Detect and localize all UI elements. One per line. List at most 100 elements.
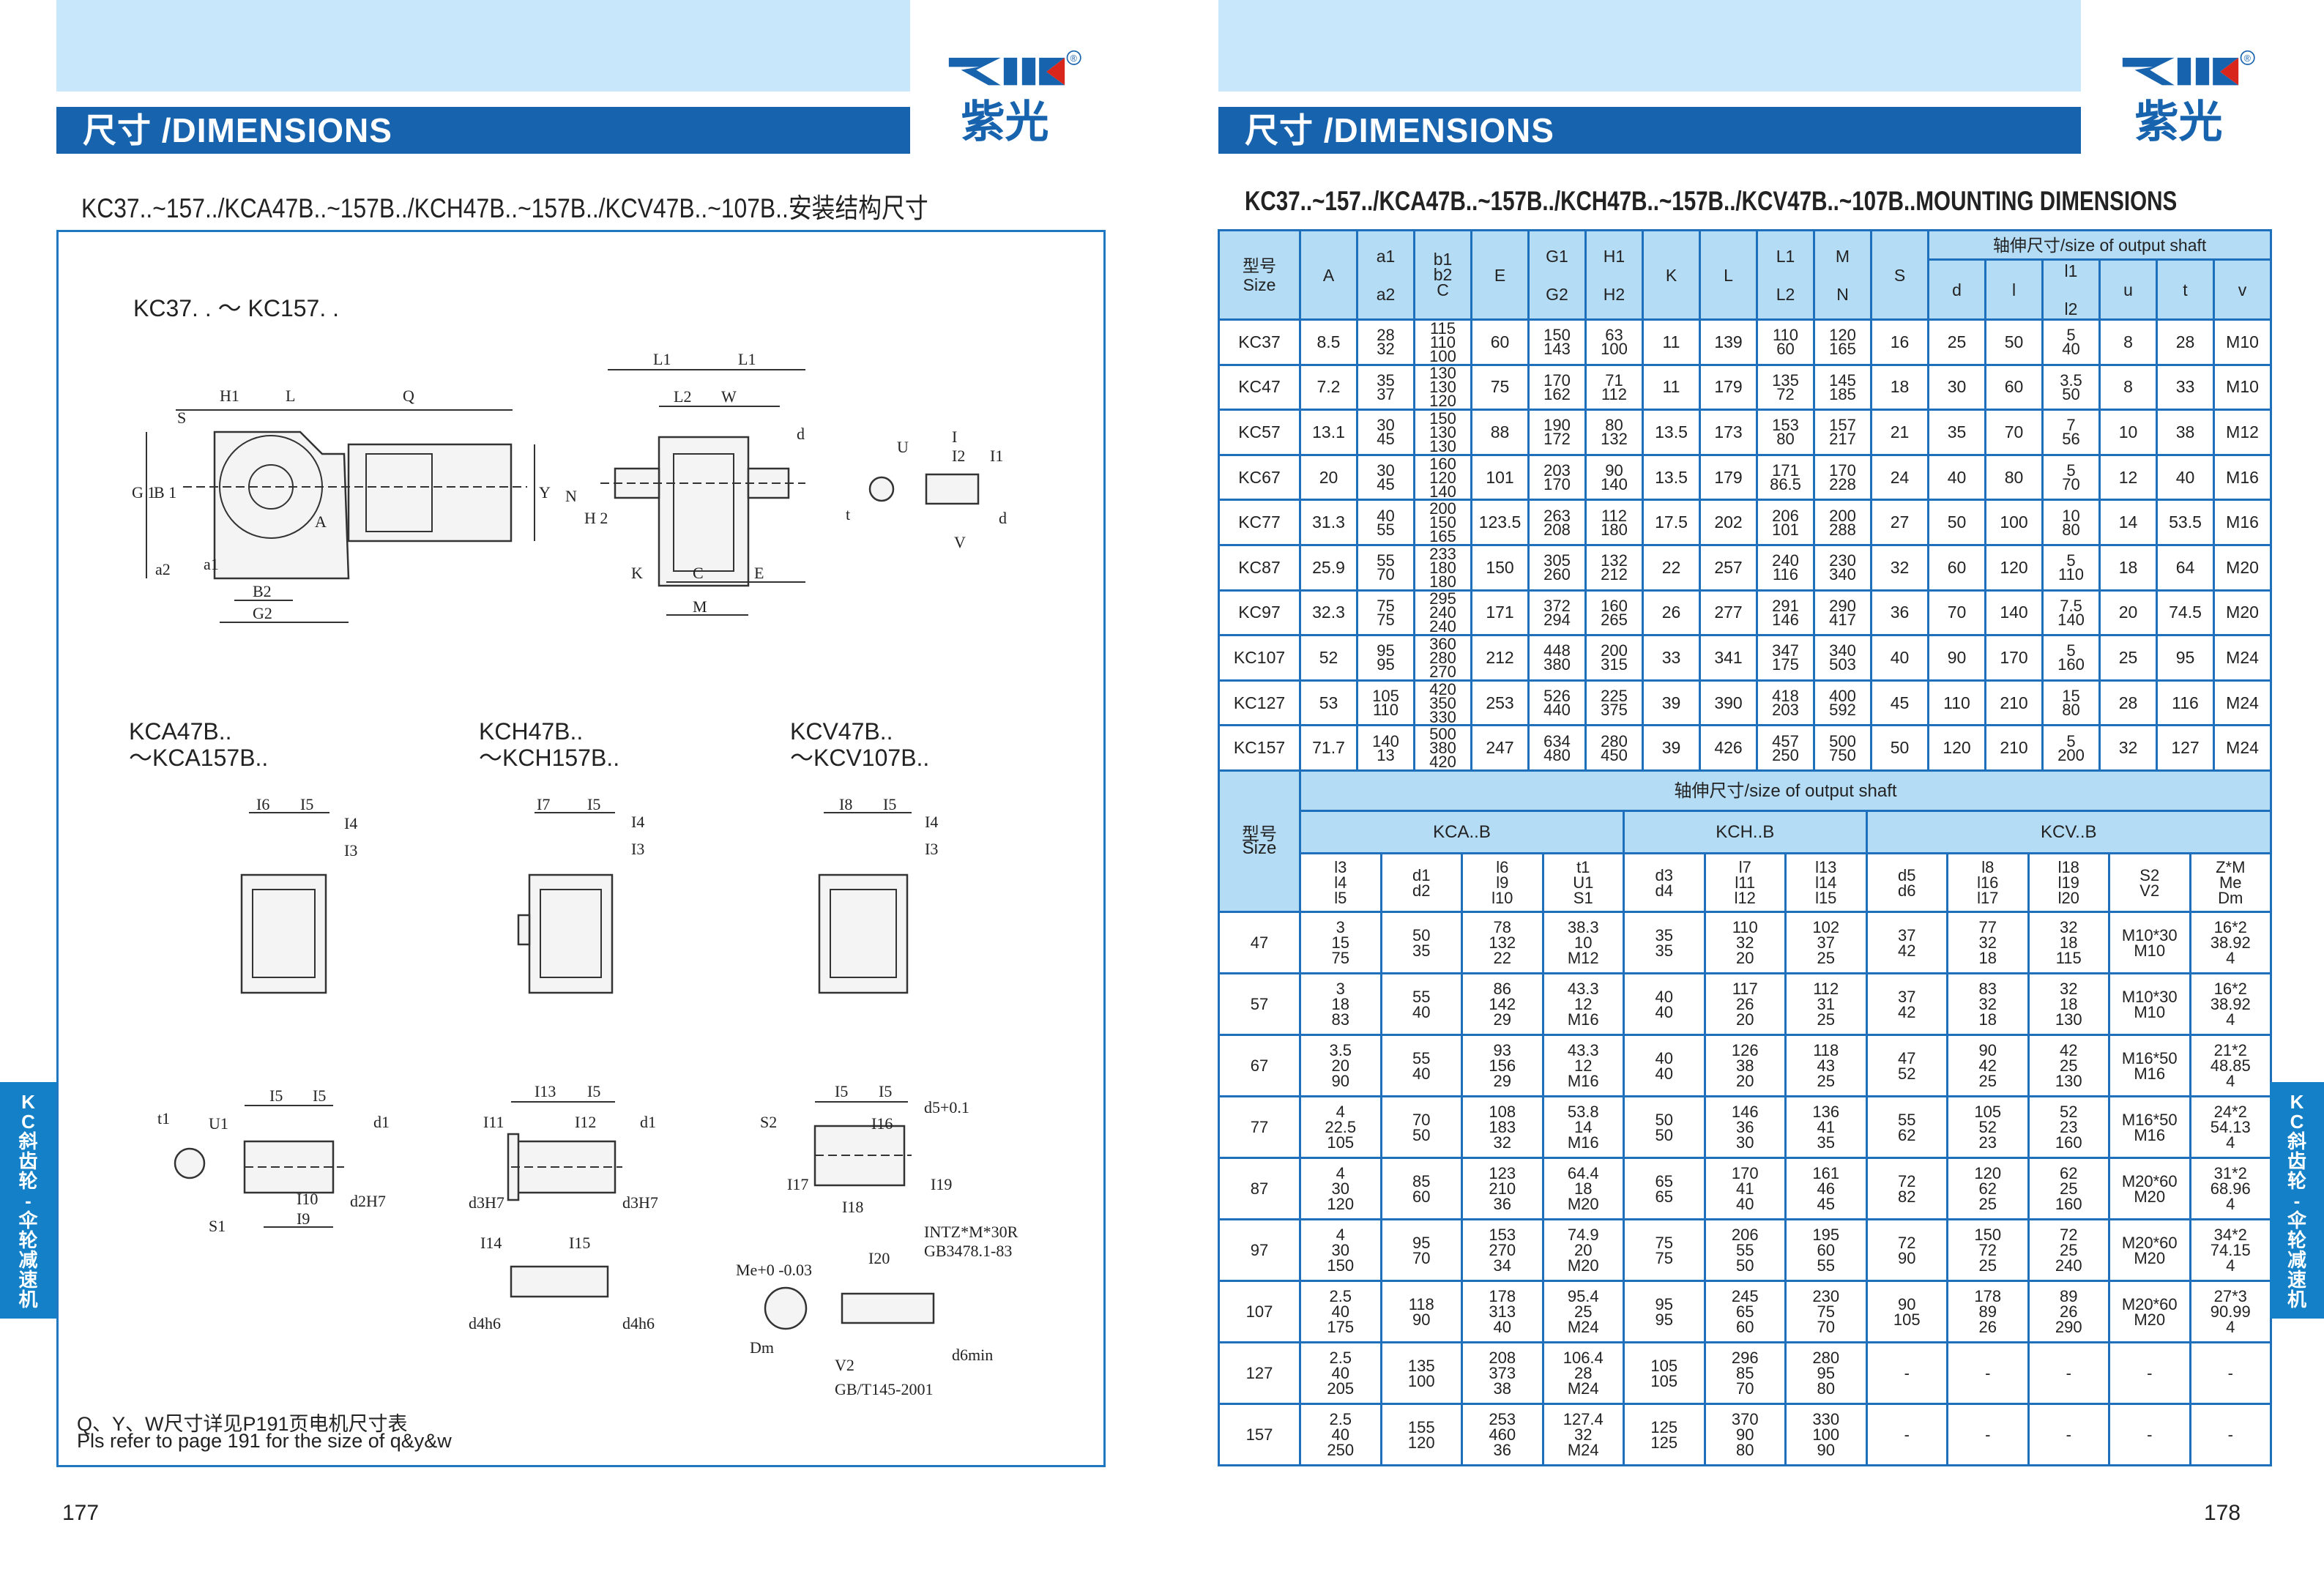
table-cell: 102 37 25 [1784, 911, 1868, 974]
table-cell: M12 [2212, 409, 2273, 456]
table-cell: 155 120 [1379, 1403, 1463, 1466]
table-cell: 257 [1699, 543, 1758, 592]
column-header: l8 l16 l17 [1946, 852, 2030, 913]
table-cell: 200 288 [1813, 499, 1872, 546]
table-cell: 83 32 18 [1946, 972, 2030, 1036]
dim-label: I16 [871, 1114, 893, 1133]
table-cell: 2.5 40 205 [1299, 1341, 1382, 1405]
table-cell: 116 [2156, 679, 2215, 727]
technical-drawings: KC37. . ～ KC157. . H1 L Q S G 1 B 1 Y A … [129, 295, 1018, 1398]
table-cell: 89 26 290 [2027, 1280, 2110, 1343]
dim-label: I5 [269, 1086, 283, 1105]
table-cell: 150 143 [1527, 318, 1587, 366]
table-cell: 448 380 [1527, 634, 1587, 682]
table-cell: 95 70 [1379, 1218, 1463, 1282]
table-cell: 130 130 120 [1413, 363, 1472, 411]
table-cell: 18 [2098, 543, 2158, 592]
dim-label: I5 [835, 1082, 848, 1100]
table-cell: 420 350 330 [1413, 679, 1472, 727]
dim-label: d5+0.1 [924, 1098, 969, 1116]
table-cell: 8.5 [1299, 318, 1358, 366]
table-cell: 526 440 [1527, 679, 1587, 727]
table-cell: 7 56 [2041, 409, 2101, 456]
dim-label: I5 [587, 1082, 600, 1100]
table-cell: 74.5 [2156, 589, 2215, 637]
side-tab-right: K C 斜 齿 轮 - 伞 轮 减 速 机 [2270, 1082, 2324, 1319]
table-cell: 42 25 130 [2027, 1034, 2110, 1097]
table-cell: 150 [1470, 543, 1530, 592]
table-cell: - [2108, 1341, 2191, 1405]
table-cell: 160 120 140 [1413, 453, 1472, 502]
table-cell: 140 13 [1356, 724, 1415, 772]
column-header: E [1470, 229, 1530, 321]
table-cell: 24*2 54.13 4 [2189, 1095, 2272, 1159]
dim-label: Q [403, 387, 414, 405]
table-cell: 37 42 [1865, 972, 1948, 1036]
table-cell: 150 72 25 [1946, 1218, 2030, 1282]
table-cell: 27 [1870, 499, 1929, 546]
table-cell: 8 [2098, 318, 2158, 366]
table-cell: 39 [1642, 679, 1701, 727]
table-cell: KC47 [1218, 363, 1301, 411]
dim-label: V [954, 533, 966, 551]
table-cell: M20*60 M20 [2108, 1280, 2191, 1343]
table-cell: 277 [1699, 589, 1758, 637]
table-cell: M24 [2212, 724, 2273, 772]
registered-mark: ® [1070, 53, 1078, 64]
table-cell: KC67 [1218, 453, 1301, 502]
dim-label: I4 [344, 814, 357, 832]
table-cell: 10 80 [2041, 499, 2101, 546]
dim-label: I5 [587, 795, 600, 813]
table-cell: 372 294 [1527, 589, 1587, 637]
header-band-left [56, 0, 910, 92]
table-cell: 2.5 40 175 [1299, 1280, 1382, 1343]
table-cell: 4 30 120 [1299, 1157, 1382, 1220]
table-cell: 31*2 68.96 4 [2189, 1157, 2272, 1220]
table-cell: - [2189, 1341, 2272, 1405]
table-cell: 10 [2098, 409, 2158, 456]
dim-label: I17 [787, 1175, 808, 1193]
table-cell: M10*30 M10 [2108, 911, 2191, 974]
page-title-left: 尺寸 /DIMENSIONS [56, 107, 910, 154]
table-cell: 12 [2098, 453, 2158, 502]
table-cell: 127 [2156, 724, 2215, 772]
column-header: L [1699, 229, 1758, 321]
table-cell: 28 [2098, 679, 2158, 727]
table-cell: 32 18 130 [2027, 972, 2110, 1036]
kca-hollow-shaft [174, 1105, 344, 1228]
dim-label: W [721, 387, 737, 406]
dim-label: I4 [631, 813, 644, 831]
table-cell: 7.5 140 [2041, 589, 2101, 637]
table-cell: 32 [2098, 724, 2158, 772]
table-cell: 135 100 [1379, 1341, 1463, 1405]
table-cell: 179 [1699, 363, 1758, 411]
dim-label: d4h6 [622, 1314, 655, 1332]
column-header: a1 a2 [1356, 229, 1415, 321]
table-cell: - [2027, 1403, 2110, 1466]
variant-label: KCV47B.. [790, 718, 893, 745]
table-cell: 112 31 25 [1784, 972, 1868, 1036]
table-cell: 25.9 [1299, 543, 1358, 592]
table-cell: 170 162 [1527, 363, 1587, 411]
table-cell: - [2189, 1403, 2272, 1466]
table-cell: 208 373 38 [1461, 1341, 1544, 1405]
page-number-left: 177 [62, 1501, 100, 1525]
table-cell: 52 [1299, 634, 1358, 682]
column-header: l6 l9 l10 [1461, 852, 1544, 913]
table-cell: 212 [1470, 634, 1530, 682]
dim-label: I18 [842, 1198, 863, 1216]
header-band-right [1218, 0, 2081, 92]
table-cell: 347 175 [1756, 634, 1815, 682]
table-cell: - [2027, 1341, 2110, 1405]
table-cell: - [2108, 1403, 2191, 1466]
table-cell: 34*2 74.15 4 [2189, 1218, 2272, 1282]
table-cell: 93 156 29 [1461, 1034, 1544, 1097]
column-header: G1 G2 [1527, 229, 1587, 321]
